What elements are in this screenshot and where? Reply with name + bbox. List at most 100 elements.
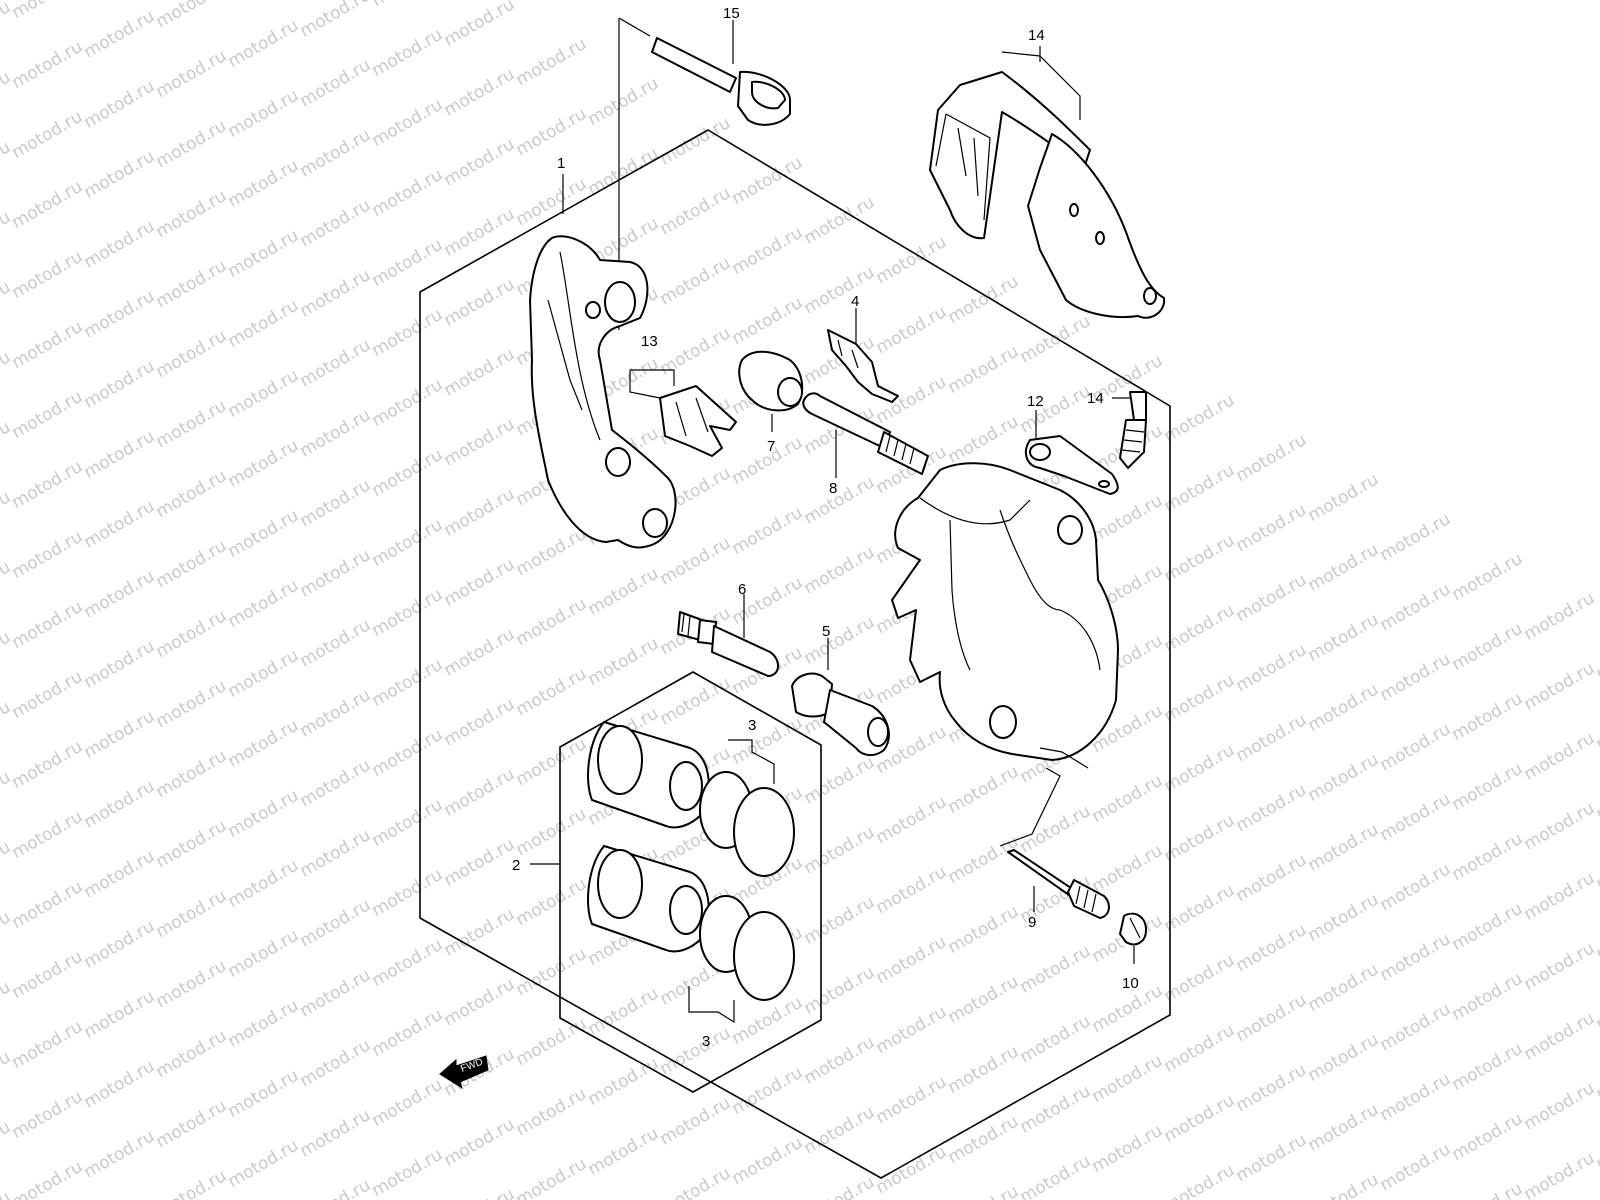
slide-pin-8 [802, 392, 929, 478]
watermark-text: motod.ru [225, 436, 303, 492]
watermark-text: motod.ru [441, 204, 519, 260]
watermark-text: motod.ru [225, 156, 303, 212]
watermark-text: motod.ru [513, 104, 591, 160]
watermark-text: motod.ru [1017, 311, 1095, 367]
plug-10 [1119, 912, 1147, 964]
watermark-text: motod.ru [297, 405, 375, 461]
watermark-text: motod.ru [1233, 500, 1311, 556]
watermark-text: motod.ru [369, 585, 447, 641]
watermark-text: motod.ru [369, 935, 447, 991]
watermark-text: motod.ru [873, 792, 951, 848]
watermark-text: motod.ru [729, 503, 807, 559]
watermark-text: motod.ru [873, 372, 951, 428]
assembly-outline [419, 129, 1171, 1179]
watermark-text: motod.ru [1449, 969, 1527, 1025]
watermark-text: motod.ru [1017, 1081, 1095, 1137]
watermark-text: motod.ru [1233, 1130, 1311, 1186]
watermark-text: motod.ru [1161, 740, 1239, 796]
watermark-text: motod.ru [729, 223, 807, 279]
watermark-text: motod.ru [81, 636, 159, 692]
watermark-text: motod.ru [297, 1035, 375, 1091]
watermark-text: motod.ru [225, 506, 303, 562]
watermark-text: motod.ru [225, 296, 303, 352]
watermark-text: motod.ru [81, 216, 159, 272]
watermark-text: motod.ru [297, 895, 375, 951]
watermark-text: motod.ru [81, 6, 159, 62]
watermark-text: motod.ru [1449, 1039, 1527, 1095]
watermark-text: motod.ru [945, 762, 1023, 818]
watermark-text: motod.ru [801, 962, 879, 1018]
brake-pads-14 [929, 46, 1166, 319]
watermark-text: motod.ru [225, 86, 303, 142]
watermark-text: motod.ru [1233, 850, 1311, 906]
watermark-text: motod.ru [441, 64, 519, 120]
watermark-text: motod.ru [9, 387, 87, 443]
watermark-text: motod.ru [513, 34, 591, 90]
watermark-text: motod.ru [1521, 868, 1599, 924]
watermark-text: motod.ru [369, 725, 447, 781]
watermark-text: motod.ru [1377, 649, 1455, 705]
watermark-text: motod.ru [9, 317, 87, 373]
watermark-text: motod.ru [585, 144, 663, 200]
watermark-text: motod.ru [153, 606, 231, 662]
watermark-text: motod.ru [1377, 1139, 1455, 1195]
watermark-text: motod.ru [81, 1056, 159, 1112]
watermark-text: motod.ru [369, 25, 447, 81]
part-label-6: 6 [738, 581, 746, 598]
watermark-text: motod.ru [81, 146, 159, 202]
watermark-text: motod.ru [369, 445, 447, 501]
slide-pin-6 [677, 594, 779, 677]
watermark-text: motod.ru [297, 1175, 375, 1200]
watermark-text: motod.ru [369, 95, 447, 151]
watermark-text: motod.ru [513, 1084, 591, 1140]
watermark-text: motod.ru [801, 262, 879, 318]
watermark-text: motod.ru [1377, 859, 1455, 915]
watermark-text: motod.ru [81, 286, 159, 342]
watermark-text: motod.ru [945, 342, 1023, 398]
pad-retainer-4 [827, 308, 899, 403]
watermark-text: motod.ru [1449, 829, 1527, 885]
watermark-text: motod.ru [153, 396, 231, 452]
watermark-text: motod.ru [1017, 1011, 1095, 1067]
watermark-text: motod.ru [9, 457, 87, 513]
watermark-text: motod.ru [441, 694, 519, 750]
watermark-text: motod.ru [1017, 801, 1095, 857]
watermark-text: motod.ru [225, 716, 303, 772]
watermark-text: motod.ru [1161, 390, 1239, 446]
bleeder-valve-12 [1112, 391, 1147, 469]
watermark-text: motod.ru [513, 1154, 591, 1200]
part-label-5: 5 [822, 623, 830, 640]
watermark-text: motod.ru [945, 832, 1023, 888]
watermark-text: motod.ru [1089, 771, 1167, 827]
watermark-text: motod.ru [1305, 1100, 1383, 1156]
watermark-text: motod.ru [297, 125, 375, 181]
watermark-text: motod.ru [585, 634, 663, 690]
watermark-text: motod.ru [153, 256, 231, 312]
watermark-text: motod.ru [1305, 540, 1383, 596]
watermark-text: motod.ru [369, 305, 447, 361]
watermark-text: motod.ru [153, 1096, 231, 1152]
watermark-text: motod.ru [1233, 920, 1311, 976]
fwd-arrow-icon: FWD [439, 1055, 489, 1090]
watermark-text: motod.ru [9, 1017, 87, 1073]
watermark-text: motod.ru [1305, 610, 1383, 666]
watermark-text: motod.ru [513, 804, 591, 860]
watermark-text: motod.ru [225, 856, 303, 912]
watermark-text: motod.ru [297, 335, 375, 391]
watermark-text: motod.ru [945, 272, 1023, 328]
watermark-text: motod.ru [225, 16, 303, 72]
part-label-2: 2 [512, 857, 520, 874]
watermark-text: motod.ru [225, 576, 303, 632]
watermark-text: motod.ru [1233, 640, 1311, 696]
watermark-text: motod.ru [1449, 549, 1527, 605]
watermark-text: motod.ru [1377, 1069, 1455, 1125]
watermark-text: motod.ru [945, 902, 1023, 958]
part-label-1: 1 [557, 155, 565, 172]
watermark-text: motod.ru [441, 1114, 519, 1170]
watermark-text: motod.ru [1449, 689, 1527, 745]
watermark-text: motod.ru [225, 646, 303, 702]
watermark-text: motod.ru [441, 274, 519, 330]
watermark-text: motod.ru [225, 366, 303, 422]
watermark-text: motod.ru [81, 846, 159, 902]
watermark-text: motod.ru [9, 37, 87, 93]
